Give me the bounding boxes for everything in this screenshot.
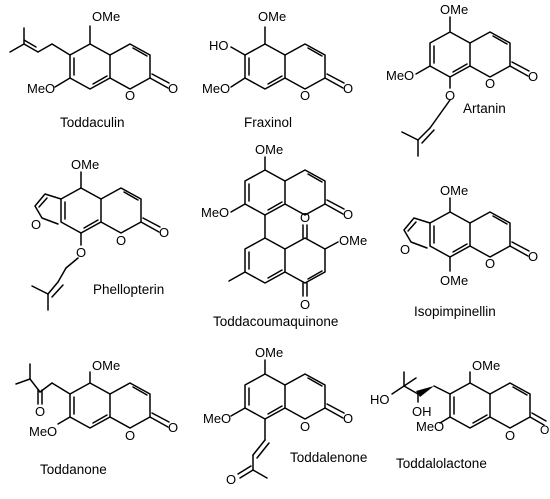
label-ring-o: O (505, 428, 515, 443)
label-ome: OMe (92, 358, 120, 373)
label-ring-o: O (125, 88, 135, 103)
label-meo: MeO (201, 205, 229, 220)
label-meo: MeO (203, 411, 231, 426)
toddacoumaquinone-bonds (228, 156, 345, 297)
label-carbonyl-o: O (168, 81, 178, 96)
label-meo: MeO (29, 424, 57, 439)
compound-toddalolactone: OMe HO OH MeO O O Toddalolactone (370, 358, 549, 471)
compound-phellopterin: OMe O O O O Phellopterin (31, 157, 169, 311)
label-ring-o: O (300, 210, 310, 225)
label-meo: MeO (416, 419, 444, 434)
label-ome-top: OMe (440, 183, 468, 198)
label-ome: OMe (71, 157, 99, 172)
label-carbonyl-o: O (528, 69, 538, 84)
label-carbonyl-o: O (343, 207, 353, 222)
label-ome-bottom: OMe (440, 273, 468, 288)
compound-name: Toddacoumaquinone (213, 314, 338, 329)
label-furan-o: O (31, 217, 41, 232)
label-ketone-o: O (35, 404, 45, 419)
compound-name: Isopimpinellin (414, 304, 496, 319)
compound-name: Toddaculin (60, 115, 125, 130)
label-ome: OMe (255, 345, 283, 360)
toddalenone-bonds (230, 359, 345, 479)
label-ring-o: O (116, 233, 126, 248)
label-ring-o: O (125, 428, 135, 443)
isopimpinellin-bonds (403, 197, 530, 272)
label-meo: MeO (202, 81, 230, 96)
stereo-wedge (416, 386, 434, 397)
compound-name: Toddalenone (290, 450, 367, 465)
compound-toddalenone: OMe MeO O O O Toddalenone (203, 345, 367, 487)
label-carbonyl-o: O (168, 420, 178, 435)
label-furan-o: O (400, 242, 410, 257)
fraxinol-bonds (230, 26, 345, 90)
label-ho: HO (370, 392, 390, 407)
label-carbonyl-o: O (159, 225, 169, 240)
compound-toddaculin: OMe MeO O O Toddaculin (9, 9, 178, 130)
label-ome: OMe (258, 9, 286, 24)
compound-name: Toddalolactone (396, 456, 487, 471)
label-carbonyl-o: O (528, 249, 538, 264)
label-ho: HO (209, 38, 229, 53)
compound-isopimpinellin: OMe O O O OMe Isopimpinellin (400, 183, 538, 319)
artanin-bonds (401, 16, 530, 157)
label-ether-o: O (76, 245, 86, 260)
compound-artanin: OMe MeO O O O Artanin (386, 2, 538, 157)
label-carbonyl-o: O (343, 81, 353, 96)
compound-name: Toddanone (40, 462, 107, 477)
compound-name: Phellopterin (93, 282, 164, 297)
compound-fraxinol: OMe HO MeO O O Fraxinol (202, 9, 353, 130)
label-ring-o: O (485, 256, 495, 271)
label-carbonyl-o: O (540, 423, 549, 437)
compound-toddanone: OMe O MeO O O Toddanone (15, 358, 178, 477)
toddalolactone-bonds (391, 371, 547, 429)
toddanone-bonds (15, 363, 170, 429)
compound-name: Artanin (463, 101, 506, 116)
label-oh: OH (412, 404, 432, 419)
compound-name: Fraxinol (244, 115, 292, 130)
label-ome-2: OMe (339, 233, 367, 248)
label-carbonyl-o: O (343, 411, 353, 426)
label-ome: OMe (472, 358, 500, 373)
label-ring-o: O (485, 76, 495, 91)
label-ether-o: O (445, 88, 455, 103)
label-ketone-o: O (226, 472, 236, 487)
label-ome: OMe (92, 9, 120, 24)
compound-toddacoumaquinone: OMe MeO O O O OMe O Toddacoumaquinone (201, 142, 367, 329)
label-ome: OMe (255, 142, 283, 157)
phellopterin-bonds (31, 171, 161, 311)
label-meo: MeO (27, 81, 55, 96)
toddaculin-bonds (9, 25, 170, 90)
label-ring-o: O (300, 419, 310, 434)
label-quinone-o-bottom: O (300, 297, 310, 312)
label-meo: MeO (386, 68, 414, 83)
label-ome: OMe (440, 2, 468, 17)
label-ring-o: O (300, 88, 310, 103)
